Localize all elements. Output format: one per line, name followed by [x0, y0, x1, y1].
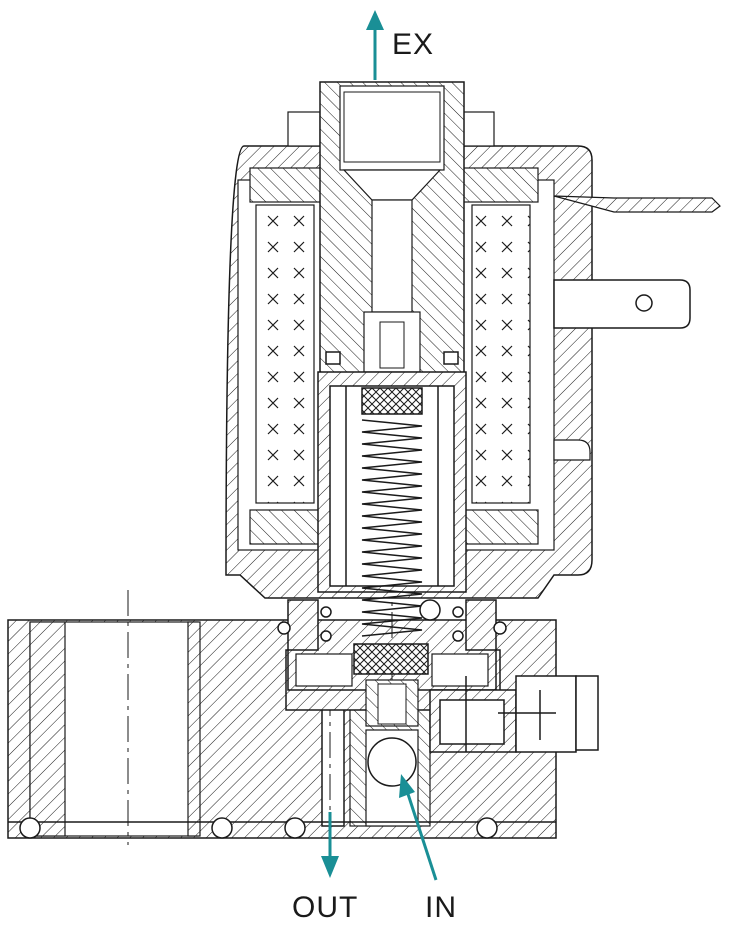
bottom-o-rings	[19, 817, 498, 839]
plunger-spring	[353, 387, 441, 675]
manual-override	[429, 675, 599, 753]
exhaust-port-label: EX	[392, 28, 435, 61]
electrical-terminal	[553, 195, 721, 461]
outlet-port-label: OUT	[292, 891, 359, 924]
out-flow-arrow	[321, 812, 339, 878]
ex-flow-arrow	[366, 10, 384, 80]
inlet-port-label: IN	[425, 891, 457, 924]
core-tube	[319, 81, 465, 383]
in-flow-arrow	[399, 774, 438, 881]
